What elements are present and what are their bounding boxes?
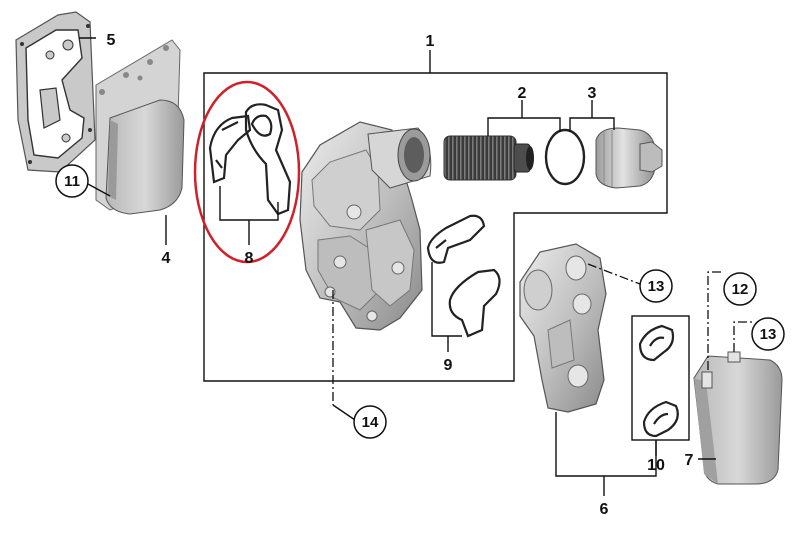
leader-11 [87,183,111,197]
callout-11: 11 [64,173,80,190]
leader-12 [707,271,724,370]
callout-circle-11 [55,164,89,198]
callout-6: 6 [600,501,609,518]
leader-14-tail [332,404,356,421]
part-2-o-ring [544,128,586,186]
callout-4: 4 [162,250,171,267]
part-2-filter-element [443,135,534,181]
part-7-oil-cooler [693,351,783,485]
part-10-gaskets [638,324,679,438]
callout-9: 9 [444,357,453,374]
part-4-oil-cooler [95,39,185,215]
leader-13b [733,321,752,352]
leader-9-bracket [431,262,462,337]
callout-7: 7 [685,452,694,469]
callout-8: 8 [245,250,254,267]
part-8-gasket-set [208,103,292,216]
callout-circle-13a [639,269,673,303]
part-6-adapter-housing [519,243,607,413]
callout-3: 3 [588,85,597,102]
assembly-1-frame [203,72,668,382]
part-10-box [631,315,690,441]
part-9-gaskets [426,214,501,338]
callout-13b: 13 [760,326,777,343]
leader-2-bracket [487,117,561,136]
callout-circle-12 [723,272,757,306]
highlight-ring-part-8 [193,80,301,264]
callout-circle-13b [751,317,785,351]
callout-5: 5 [107,32,116,49]
leader-6-bracket [555,412,657,477]
callout-2: 2 [518,85,527,102]
part-5-gasket-plate [15,11,96,173]
callout-1: 1 [426,33,435,50]
callout-12: 12 [732,281,749,298]
part-3-filter-cap [595,127,663,189]
leader-13a [587,263,641,285]
callout-10: 10 [647,457,665,474]
callout-13a: 13 [648,278,665,295]
callout-14: 14 [362,414,379,431]
callout-circle-14 [353,405,387,439]
oil-filter-housing [299,121,432,331]
